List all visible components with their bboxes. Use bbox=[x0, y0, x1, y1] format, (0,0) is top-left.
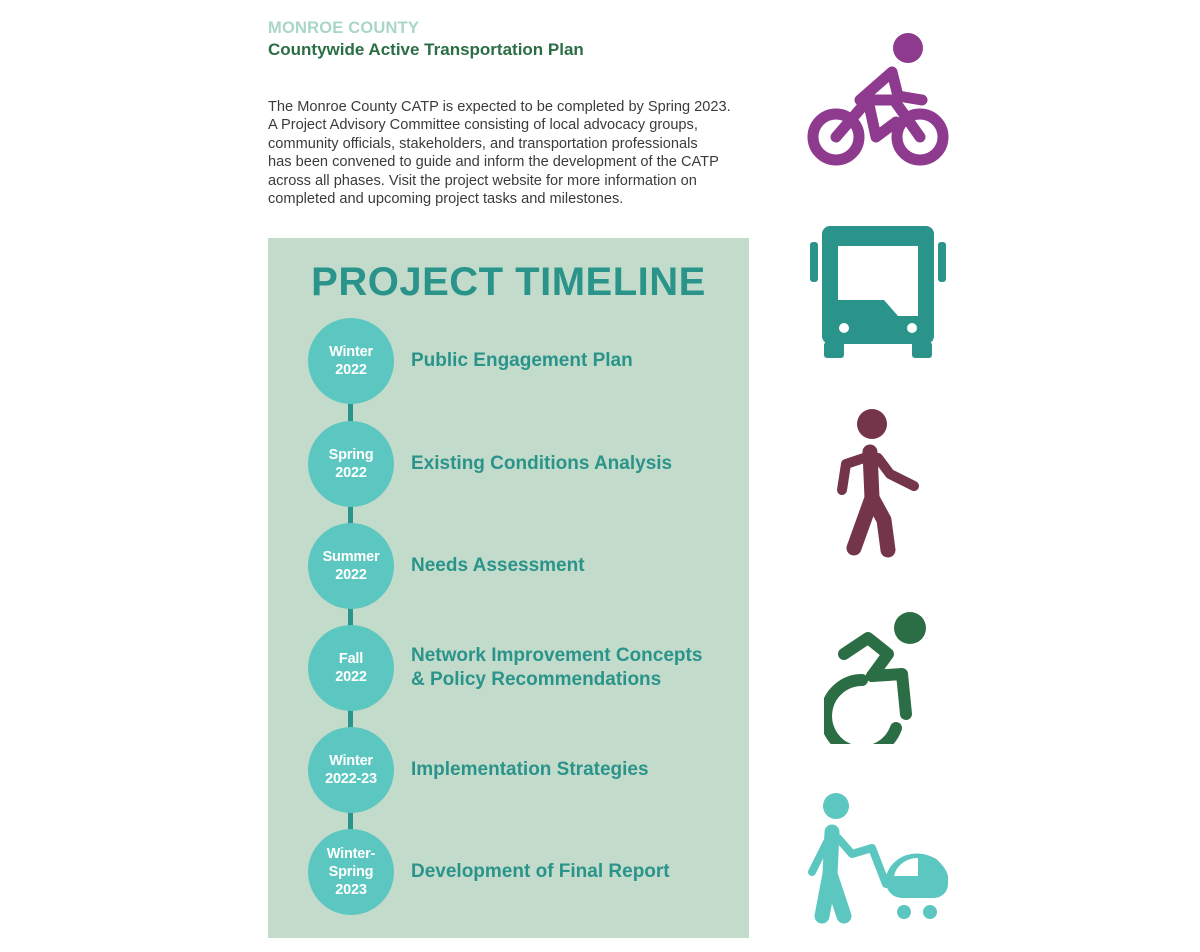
timeline-title: PROJECT TIMELINE bbox=[311, 260, 706, 304]
intro-line: has been convened to guide and inform th… bbox=[268, 154, 719, 171]
intro-line: community officials, stakeholders, and t… bbox=[268, 135, 698, 152]
intro-line: across all phases. Visit the project web… bbox=[268, 172, 697, 189]
step-period-bubble: Summer 2022 bbox=[308, 523, 394, 609]
step-period-bubble: Winter 2022 bbox=[308, 318, 394, 404]
step-label: Existing Conditions Analysis bbox=[411, 453, 673, 474]
pedestrian-icon bbox=[837, 409, 919, 558]
step-label: Public Engagement Plan bbox=[411, 350, 633, 371]
timeline-step: Summer 2022 Needs Assessment bbox=[308, 523, 728, 609]
step-label: Network Improvement Concepts & Policy Re… bbox=[411, 645, 703, 690]
timeline-step: Spring 2022 Existing Conditions Analysis bbox=[308, 421, 728, 507]
step-label: Development of Final Report bbox=[411, 861, 670, 882]
timeline-step: Winter 2022-23 Implementation Strategies bbox=[308, 727, 728, 813]
timeline-step: Winter 2022 Public Engagement Plan bbox=[308, 318, 728, 404]
step-period-bubble: Winter- Spring 2023 bbox=[308, 829, 394, 915]
timeline-step: Winter- Spring 2023 Development of Final… bbox=[308, 829, 728, 915]
timeline-step: Fall 2022 Network Improvement Concepts &… bbox=[308, 625, 728, 711]
step-period-bubble: Fall 2022 bbox=[308, 625, 394, 711]
intro-line: The Monroe County CATP is expected to be… bbox=[268, 99, 731, 115]
timeline-panel: PROJECT TIMELINE Winter 2022 Public Enga… bbox=[268, 238, 749, 938]
step-period-bubble: Winter 2022-23 bbox=[308, 727, 394, 813]
plan-title: Countywide Active Transportation Plan bbox=[268, 40, 584, 59]
step-label: Implementation Strategies bbox=[411, 759, 649, 780]
timeline-connector bbox=[348, 358, 353, 868]
intro-paragraph: The Monroe County CATP is expected to be… bbox=[268, 98, 758, 208]
step-period-bubble: Spring 2022 bbox=[308, 421, 394, 507]
county-name: MONROE COUNTY bbox=[268, 19, 420, 37]
stroller-icon bbox=[808, 793, 948, 924]
wheelchair-icon bbox=[824, 612, 926, 744]
header: MONROE COUNTY Countywide Active Transpor… bbox=[268, 18, 584, 61]
intro-line: completed and upcoming project tasks and… bbox=[268, 191, 624, 208]
bus-icon bbox=[810, 226, 946, 358]
step-label: Needs Assessment bbox=[411, 555, 585, 576]
bicycle-icon bbox=[807, 33, 949, 166]
intro-line: A Project Advisory Committee consisting … bbox=[268, 117, 698, 134]
